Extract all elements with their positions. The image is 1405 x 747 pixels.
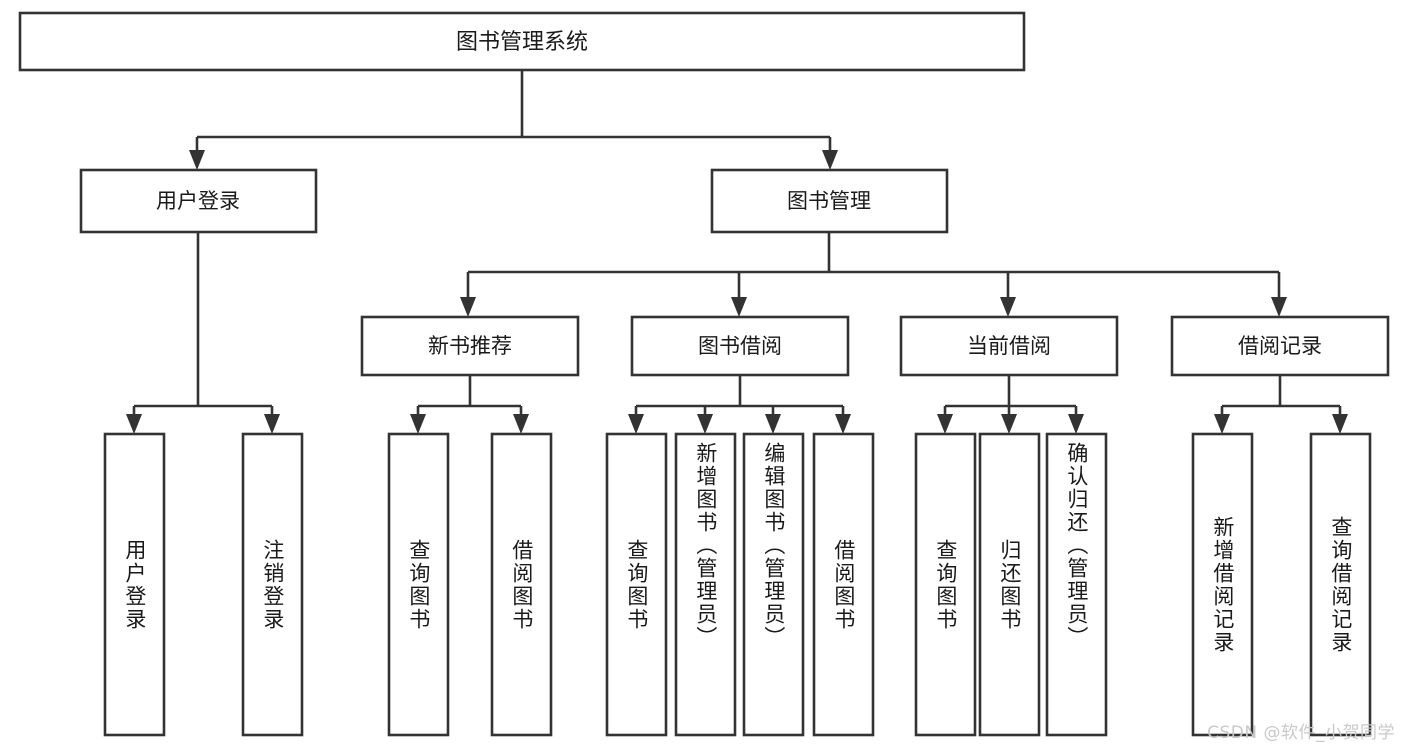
node-book-borrow-rect <box>630 315 850 377</box>
arrowhead-leaf-book-borrow-2 <box>765 414 781 434</box>
leaf-rect-new-book-0[interactable] <box>387 432 450 737</box>
arrowhead-leaf-current-borrow-0 <box>937 414 953 434</box>
node-root[interactable]: 图书管理系统 <box>18 11 1026 72</box>
connector-group-new-book <box>410 375 529 434</box>
node-new-book-label: 新书推荐 <box>428 334 512 358</box>
arrowhead-leaf-user-login-1 <box>264 414 280 434</box>
node-book-borrow-label: 图书借阅 <box>698 334 782 358</box>
leaf-rect-current-borrow-2[interactable] <box>1045 432 1108 737</box>
node-root-label: 图书管理系统 <box>456 30 588 55</box>
connector-group-root <box>189 70 838 170</box>
connector-group-borrow-record <box>1214 375 1348 434</box>
node-borrow-record[interactable]: 借阅记录 <box>1170 315 1390 377</box>
connector-group-user-login <box>126 232 280 434</box>
node-root-rect <box>18 11 1026 72</box>
arrowhead-level3-3 <box>1271 297 1287 317</box>
leaf-rect-current-borrow-0[interactable] <box>914 432 977 737</box>
leaf-rect-borrow-record-1[interactable] <box>1309 432 1372 737</box>
node-borrow-record-rect <box>1170 315 1390 377</box>
leaf-rect-group <box>103 432 1372 737</box>
node-book-borrow[interactable]: 图书借阅 <box>630 315 850 377</box>
arrowhead-leaf-book-borrow-3 <box>835 414 851 434</box>
leaf-rect-user-login-1[interactable] <box>241 432 304 737</box>
arrowhead-leaf-borrow-record-1 <box>1332 414 1348 434</box>
arrowhead-leaf-new-book-0 <box>410 414 426 434</box>
arrowhead-book-manage <box>822 150 838 170</box>
arrowhead-leaf-borrow-record-0 <box>1214 414 1230 434</box>
arrowhead-leaf-user-login-0 <box>126 414 142 434</box>
arrowhead-leaf-book-borrow-1 <box>697 414 713 434</box>
node-new-book[interactable]: 新书推荐 <box>360 315 580 377</box>
node-user-login-label: 用户登录 <box>156 189 240 213</box>
arrowhead-leaf-new-book-1 <box>513 414 529 434</box>
leaf-rect-book-borrow-0[interactable] <box>605 432 668 737</box>
leaf-rect-current-borrow-1[interactable] <box>978 432 1041 737</box>
arrowhead-leaf-book-borrow-0 <box>628 414 644 434</box>
node-new-book-rect <box>360 315 580 377</box>
node-book-manage-label: 图书管理 <box>787 189 871 213</box>
leaf-rect-book-borrow-2[interactable] <box>742 432 805 737</box>
arrowhead-level3-1 <box>731 297 747 317</box>
node-current-borrow-rect <box>899 315 1119 377</box>
node-current-borrow-label: 当前借阅 <box>967 334 1051 358</box>
arrowhead-level3-0 <box>460 297 476 317</box>
node-current-borrow[interactable]: 当前借阅 <box>899 315 1119 377</box>
node-borrow-record-label: 借阅记录 <box>1238 334 1322 358</box>
arrowhead-leaf-current-borrow-2 <box>1068 414 1084 434</box>
node-book-manage[interactable]: 图书管理 <box>710 168 949 234</box>
node-user-login[interactable]: 用户登录 <box>79 168 318 234</box>
arrowhead-level3-2 <box>1000 297 1016 317</box>
connector-group-book-borrow <box>628 375 851 434</box>
watermark-text: CSDN @软件_小贺同学 <box>1207 723 1395 743</box>
connector-group-book-manage <box>460 232 1287 317</box>
leaf-rect-book-borrow-1[interactable] <box>674 432 737 737</box>
connector-group-current-borrow <box>937 375 1084 434</box>
arrowhead-user-login <box>189 150 205 170</box>
leaf-rect-new-book-1[interactable] <box>490 432 553 737</box>
leaf-rect-borrow-record-0[interactable] <box>1191 432 1254 737</box>
leaf-rect-user-login-0[interactable] <box>103 432 166 737</box>
node-book-manage-rect <box>710 168 949 234</box>
arrowhead-leaf-current-borrow-1 <box>1001 414 1017 434</box>
leaf-rect-book-borrow-3[interactable] <box>812 432 875 737</box>
